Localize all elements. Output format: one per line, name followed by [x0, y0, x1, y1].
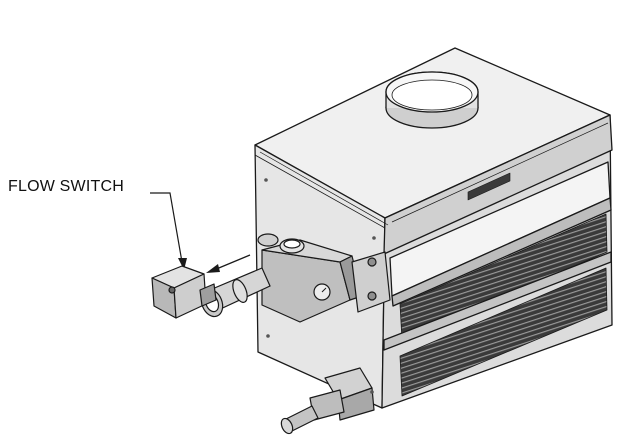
install-direction-arrow	[206, 255, 250, 273]
gas-valve	[279, 368, 374, 435]
flue-collar	[386, 72, 478, 128]
callout-leader-line	[150, 193, 182, 262]
